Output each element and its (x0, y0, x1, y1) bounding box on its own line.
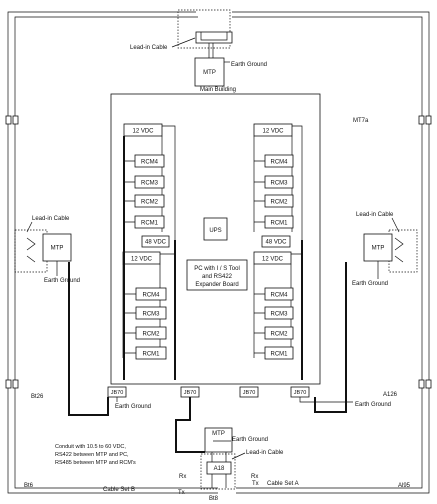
jb70-label-4: JB70 (294, 390, 307, 396)
left-top-rcm3-label: RCM3 (141, 181, 159, 187)
b56-label: Bt6 (24, 483, 34, 489)
conduit-note: Conduit with 10.5 to 60 VDC, RS422 betwe… (55, 444, 136, 466)
left-mtp-label: MTP (51, 246, 64, 252)
conduit-note-line-1: Conduit with 10.5 to 60 VDC, (55, 444, 126, 450)
right-top-12vdc-label: 12 VDC (262, 129, 284, 135)
top-mtp-label: MTP (203, 70, 216, 76)
right-bottom-12vdc-label: 12 VDC (262, 257, 284, 263)
jb70-label-2: JB70 (184, 390, 197, 396)
right-mtp-label: MTP (372, 246, 385, 252)
right-bottom-rcm1-label: RCM1 (270, 352, 288, 358)
left-top-rcm2-label: RCM2 (141, 200, 159, 206)
bottom-mtp-group: MTP Earth Ground Lead-in Cable A18 (200, 427, 284, 490)
jb70-label-1: JB70 (111, 390, 124, 396)
top-mtp-group: MTP Lead-in Cable Earth Ground (130, 9, 267, 87)
left-top-rcm4-label: RCM4 (141, 160, 159, 166)
right-mtp-box (363, 233, 393, 262)
right-lead-in-label: Lead-in Cable (356, 212, 394, 218)
rx-label-right: Rx (251, 474, 258, 480)
cable-set-a-label: Cable Set A (267, 481, 299, 487)
left-lead-in-enclosure (14, 229, 48, 273)
jb70-box-3 (239, 386, 259, 398)
right-top-rcm2-label: RCM2 (270, 200, 288, 206)
jb70-label-3: JB70 (243, 390, 256, 396)
rx-label-left: Rx (179, 474, 186, 480)
left-48vdc-box (141, 235, 170, 248)
ups-label: UPS (209, 228, 221, 234)
right-earth-ground-label: Earth Ground (352, 281, 388, 287)
left-bottom-rcm4-label: RCM4 (142, 293, 160, 299)
bottom-lead-in-enclosure (200, 453, 236, 490)
pc-label-2: and RS422 (202, 274, 233, 280)
bottom-a18-box (206, 461, 232, 475)
tx-label-right: Tx (252, 481, 259, 487)
pc-label-1: PC with I / S Tool (194, 266, 240, 272)
bottom-a18-label: A18 (214, 466, 225, 472)
right-bottom-rcm4-label: RCM4 (270, 293, 288, 299)
left-bottom-rcm3-label: RCM3 (142, 312, 160, 318)
jb-earth-ground-1: Earth Ground (115, 404, 151, 410)
right-bottom-12vdc-box (253, 251, 292, 265)
junction-boxes: JB70 JB70 JB70 JB70 Earth Ground Earth G… (107, 386, 391, 410)
conduit-note-line-3: RS485 between MTP and RCM's (55, 460, 136, 466)
left-bottom-rcm1-label: RCM1 (142, 352, 160, 358)
bottom-earth-ground-label: Earth Ground (232, 437, 268, 443)
right-mtp-group: MTP Lead-in Cable Earth Ground (352, 212, 418, 287)
left-earth-ground-label: Earth Ground (44, 278, 80, 284)
main-building-title: Main Building (200, 87, 236, 93)
outer-cable-loops (5, 11, 432, 494)
left-48vdc-label: 48 VDC (145, 240, 167, 246)
conduit-note-line-2: RS422 between MTP and PC, (55, 452, 129, 458)
a126-label: A126 (383, 392, 398, 398)
mt7a-label: MT7a (353, 118, 369, 124)
ups-box (203, 217, 228, 241)
right-bottom-rcm3-label: RCM3 (270, 312, 288, 318)
bottom-lead-in-label: Lead-in Cable (246, 450, 284, 456)
top-lead-in-label: Lead-in Cable (130, 45, 168, 51)
left-mtp-group: MTP Lead-in Cable Earth Ground (14, 216, 80, 284)
right-lead-in-enclosure (388, 229, 418, 273)
top-mtp-box (194, 57, 225, 87)
bus-lines (68, 136, 347, 453)
ups-group: UPS (203, 217, 228, 241)
b126-label: Bt26 (31, 394, 44, 400)
right-48vdc-label: 48 VDC (265, 240, 287, 246)
right-top-rcm3-label: RCM3 (270, 181, 288, 187)
left-top-rcm1-label: RCM1 (141, 221, 159, 227)
left-top-12vdc-label: 12 VDC (132, 129, 154, 135)
jb-earth-ground-2: Earth Ground (355, 402, 391, 408)
top-earth-ground-label: Earth Ground (231, 62, 267, 68)
bottom-mtp-label: MTP (212, 431, 225, 437)
cable-labels: MT7a Bt26 A126 Bt6 Al95 Bt8 Rx Rx Tx Tx … (24, 118, 411, 502)
pc-label-3: Expander Board (195, 282, 238, 288)
pc-box (186, 259, 248, 291)
right-top-rcm1-label: RCM1 (270, 221, 288, 227)
left-bottom-rcm2-label: RCM2 (142, 332, 160, 338)
tx-label-left: Tx (178, 490, 185, 496)
left-bottom-12vdc-label: 12 VDC (131, 257, 153, 263)
left-top-12vdc-box (123, 123, 163, 137)
bottom-mtp-box (204, 427, 233, 453)
pc-group: PC with I / S Tool and RS422 Expander Bo… (186, 259, 248, 291)
a95-label: Al95 (398, 483, 411, 489)
right-top-rcm4-label: RCM4 (270, 160, 288, 166)
b18-label: Bt8 (209, 496, 219, 502)
left-lead-in-label: Lead-in Cable (32, 216, 70, 222)
right-48vdc-box (261, 235, 291, 248)
right-top-12vdc-box (253, 123, 293, 137)
right-panel: 12 VDC RCM4 RCM3 RCM2 RCM1 48 VDC 12 VDC… (253, 123, 303, 372)
cable-set-b-label: Cable Set B (103, 487, 135, 493)
right-bottom-rcm2-label: RCM2 (270, 332, 288, 338)
